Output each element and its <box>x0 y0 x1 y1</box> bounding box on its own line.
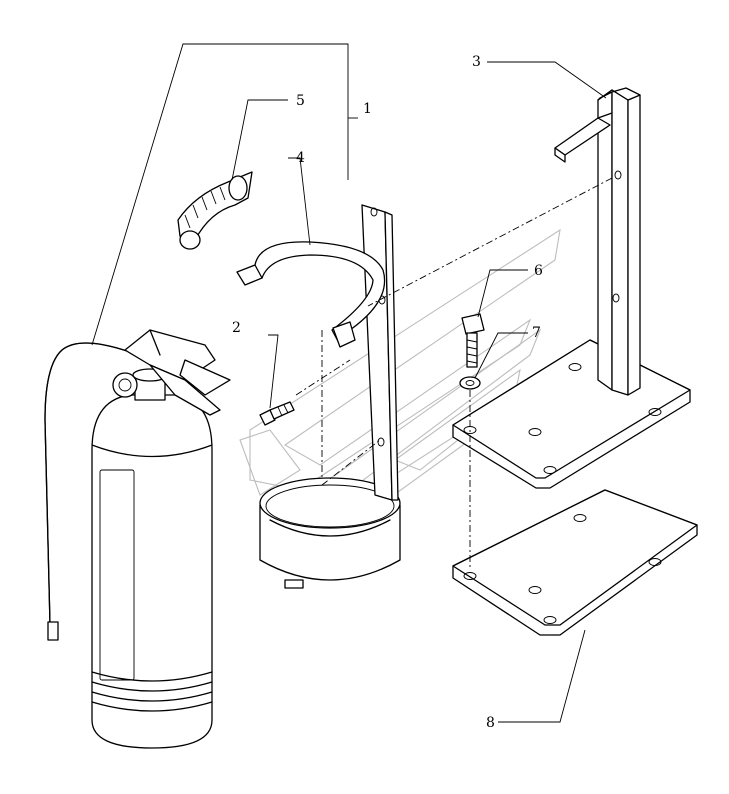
base-plate-lower <box>452 489 698 636</box>
callout-1: 1 <box>363 101 372 117</box>
bolt-and-washer <box>459 313 485 390</box>
callout-3: 3 <box>472 54 481 70</box>
leader-lines <box>91 43 607 723</box>
holder-vertical-strip <box>361 204 399 501</box>
callout-5: 5 <box>296 93 305 109</box>
callout-2: 2 <box>232 320 241 336</box>
callout-7: 7 <box>532 325 541 341</box>
mounting-post-bracket <box>452 87 691 489</box>
fire-extinguisher <box>44 329 231 749</box>
alignment-lines <box>295 177 613 570</box>
callout-8: 8 <box>486 715 495 731</box>
callout-6: 6 <box>534 263 543 279</box>
screw-small <box>259 401 295 426</box>
clamp-band <box>236 241 386 348</box>
strap <box>177 171 253 250</box>
extinguisher-base-cup <box>259 477 401 589</box>
callout-4: 4 <box>296 150 305 166</box>
